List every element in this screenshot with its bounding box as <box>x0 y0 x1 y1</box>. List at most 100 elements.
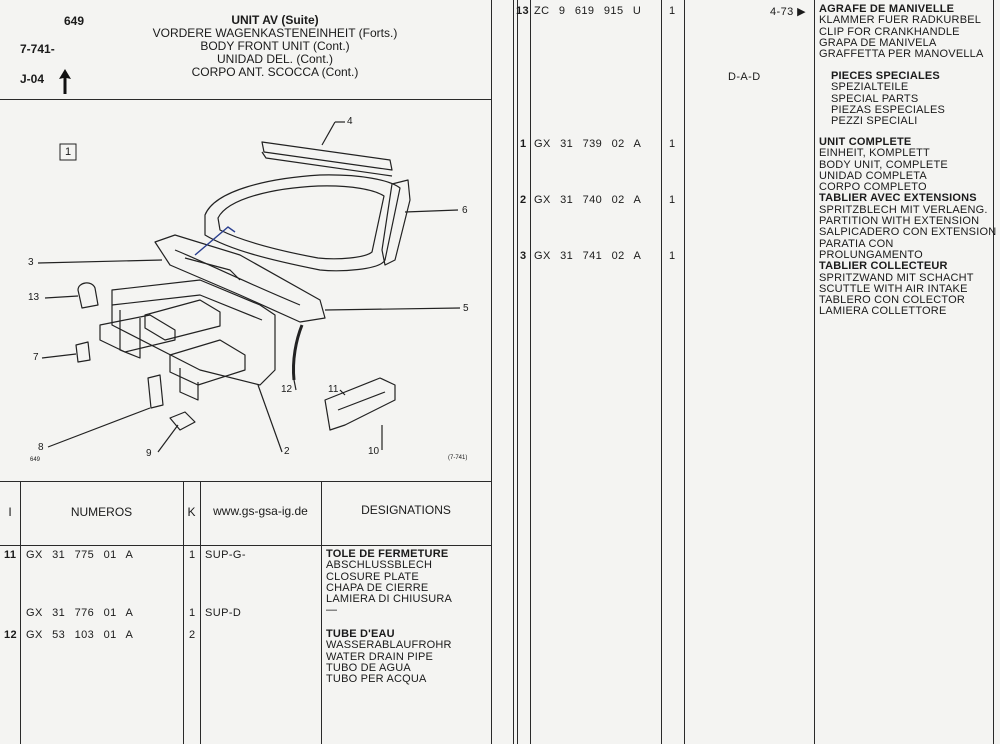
row-item-12: 12 <box>4 629 18 641</box>
row-designations-11b: — <box>326 604 338 616</box>
desig-line: TABLIER COLLECTEUR <box>819 260 948 273</box>
callout-10: 10 <box>368 446 380 457</box>
divider-right-desig <box>814 0 815 744</box>
right-number-3: GX 31 741 02 A <box>534 250 642 262</box>
top-rail <box>261 141 393 171</box>
divider-right-qty <box>661 0 662 744</box>
divider-right-note <box>684 0 685 744</box>
right-item-3: 3 <box>520 250 527 262</box>
row-qty-12: 2 <box>189 629 196 641</box>
right-ref-13: 4-73 ▶ <box>770 6 806 18</box>
drain-pipe-12 <box>292 324 304 381</box>
desig-line: GRAPA DE MANIVELA <box>819 36 937 49</box>
desig-line: WATER DRAIN PIPE <box>326 650 434 663</box>
special-parts-designations: PIECES SPECIALES SPEZIALTEILE SPECIAL PA… <box>831 70 945 128</box>
desig-line: PARTITION WITH EXTENSION <box>819 215 980 228</box>
desig-line: LAMIERA DI CHIUSURA <box>326 593 453 606</box>
desig-line: PEZZI SPECIALI <box>831 115 918 128</box>
windscreen-frame <box>204 174 401 272</box>
row-designations-12: TUBE D'EAU WASSERABLAUFROHR WATER DRAIN … <box>326 628 452 686</box>
left-col-note <box>321 481 322 744</box>
bracket-13 <box>77 282 99 309</box>
site-url-link[interactable]: www.gs-gsa-ig.de <box>213 504 308 518</box>
callout-9: 9 <box>146 448 152 459</box>
right-qty-2: 1 <box>669 194 676 206</box>
callout-7: 7 <box>33 352 39 363</box>
right-item-2: 2 <box>520 194 527 206</box>
exploded-parts-diagram <box>37 121 461 453</box>
header-titles: UNIT AV (Suite) VORDERE WAGENKASTENEINHE… <box>110 14 440 79</box>
col-header-numeros: NUMEROS <box>70 505 133 519</box>
row-qty-11: 1 <box>189 549 196 561</box>
bracket-8 <box>147 374 164 409</box>
scuttle-panel <box>154 234 326 323</box>
desig-line: CLIP FOR CRANKHANDLE <box>819 25 960 38</box>
desig-line: UNIDAD COMPLETA <box>819 169 927 182</box>
row-number-11b: GX 31 776 01 A <box>26 607 134 619</box>
chassis-body <box>111 279 276 386</box>
desig-line: TABLIER AVEC EXTENSIONS <box>819 192 977 205</box>
desig-line: GRAFFETTA PER MANOVELLA <box>819 48 984 61</box>
title-en: BODY FRONT UNIT (Cont.) <box>200 39 350 53</box>
left-col-numeros <box>183 481 184 744</box>
row-item-11: 11 <box>4 549 17 561</box>
desig-line: TUBO DE AGUA <box>326 661 411 674</box>
col-header-designations: DESIGNATIONS <box>361 503 451 517</box>
desig-line: TUBO PER ACQUA <box>326 673 427 686</box>
windscreen-inner <box>217 185 385 260</box>
diagram-box-label: 1 <box>65 146 72 158</box>
title-fr: UNIT AV (Suite) <box>231 13 319 27</box>
up-arrow-icon <box>58 67 72 100</box>
desig-line: ABSCHLUSSBLECH <box>326 559 433 572</box>
right-item-1: 1 <box>520 138 527 150</box>
right-number-13: ZC 9 619 915 U <box>534 5 642 17</box>
row-note-11b: SUP-D <box>205 607 242 619</box>
desig-line: UNIT COMPLETE <box>819 136 912 148</box>
desig-line: CHAPA DE CIERRE <box>326 581 429 594</box>
callout-13: 13 <box>28 292 40 303</box>
right-item-13: 13 <box>516 5 530 17</box>
right-qty-13: 1 <box>669 5 676 17</box>
callout-12: 12 <box>281 384 293 395</box>
washer-9 <box>169 411 196 431</box>
page-number: 649 <box>64 14 85 28</box>
desig-line: SPRITZBLECH MIT VERLAENG. <box>819 203 988 216</box>
callout-3: 3 <box>28 257 34 268</box>
title-it: CORPO ANT. SCOCCA (Cont.) <box>191 65 359 79</box>
desig-line: KLAMMER FUER RADKURBEL <box>819 14 982 27</box>
right-number-1: GX 31 739 02 A <box>534 138 642 150</box>
title-de: VORDERE WAGENKASTENEINHEIT (Forts.) <box>152 26 398 40</box>
desig-line: LAMIERA COLLETTORE <box>819 305 947 318</box>
desig-line: CLOSURE PLATE <box>326 570 419 583</box>
table-header-bottom-line <box>0 545 491 546</box>
desig-line: SPECIAL PARTS <box>831 92 919 105</box>
desig-line: SCUTTLE WITH AIR INTAKE <box>819 282 968 295</box>
callout-8: 8 <box>38 442 44 453</box>
col-header-k: K <box>187 505 196 519</box>
row-number-12: GX 53 103 01 A <box>26 629 134 641</box>
desig-line: CORPO COMPLETO <box>819 181 927 194</box>
desig-line: PARATIA CON PROLUNGAMENTO <box>819 237 923 261</box>
desig-line: AGRAFE DE MANIVELLE <box>819 3 955 15</box>
row-qty-11b: 1 <box>189 607 196 619</box>
desig-line: EINHEIT, KOMPLETT <box>819 147 930 160</box>
dad-code: D-A-D <box>728 71 761 83</box>
row-note-11: SUP-G- <box>205 549 246 561</box>
left-col-k <box>200 481 201 744</box>
header-bottom-line <box>0 99 491 100</box>
right-qty-3: 1 <box>669 250 676 262</box>
callout-5: 5 <box>463 303 469 314</box>
divider-right-edge <box>993 0 994 744</box>
plate-7 <box>75 341 91 363</box>
group-code: 7-741- <box>20 42 55 56</box>
desig-line: TUBE D'EAU <box>326 628 395 640</box>
desig-line: PIECES SPECIALES <box>831 70 940 82</box>
desig-line: WASSERABLAUFROHR <box>326 639 452 652</box>
desig-line: TABLERO CON COLECTOR <box>819 294 966 307</box>
closure-plate-10 <box>324 377 396 431</box>
diagram-bottom-line <box>0 481 491 482</box>
divider-qty-col <box>530 0 531 744</box>
desig-line: TOLE DE FERMETURE <box>326 548 449 560</box>
divider-left-page <box>491 0 492 744</box>
callout-4: 4 <box>347 116 353 127</box>
